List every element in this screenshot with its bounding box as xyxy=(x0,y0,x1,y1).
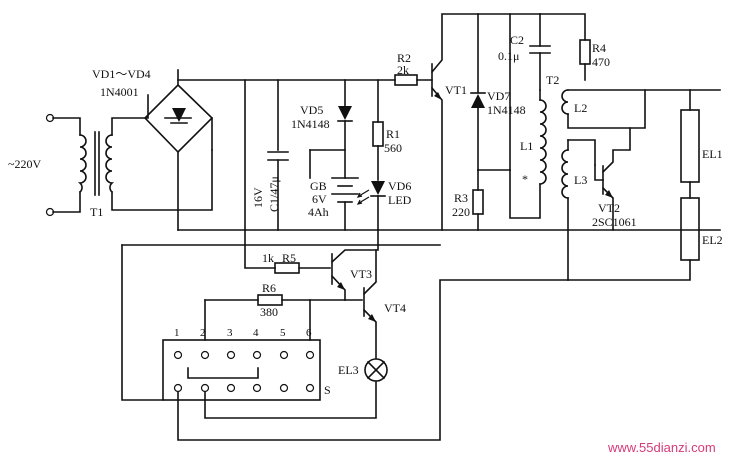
label-l1: L1 xyxy=(520,139,533,153)
label-l3: L3 xyxy=(574,173,587,187)
resistor-r6 xyxy=(204,294,346,341)
label-l2: L2 xyxy=(574,101,587,115)
label-vt2-b: 2SC1061 xyxy=(592,215,637,229)
supply-rails xyxy=(177,79,721,231)
label-r2-b: 2k xyxy=(397,63,409,77)
mains-input xyxy=(45,113,81,217)
lamp-el3 xyxy=(364,358,388,382)
label-switch-3: 3 xyxy=(227,327,233,339)
label-c1-b: C1/47μ xyxy=(267,176,281,212)
label-r3-b: 220 xyxy=(452,205,470,219)
label-gb-a: GB xyxy=(310,179,327,193)
diode-vd5 xyxy=(337,79,353,179)
label-mains: ~220V xyxy=(8,157,41,171)
label-el3: EL3 xyxy=(338,363,359,377)
label-bridge-a: VD1～VD4 xyxy=(92,67,151,81)
resistor-r2 xyxy=(394,74,433,86)
label-vd7-a: VD7 xyxy=(487,89,510,103)
label-vt3: VT3 xyxy=(350,267,372,281)
label-gb-c: 4Ah xyxy=(308,205,329,219)
label-gb-b: 6V xyxy=(312,192,327,206)
label-switch-4: 4 xyxy=(253,327,259,339)
diode-vd7 xyxy=(470,13,486,171)
led-vd6 xyxy=(356,181,386,231)
transistor-vt1 xyxy=(430,13,541,231)
label-star: * xyxy=(522,172,528,186)
transformer-t1 xyxy=(77,94,213,211)
label-vd5-a: VD5 xyxy=(300,103,323,117)
label-vd7-b: 1N4148 xyxy=(487,103,526,117)
label-r1-a: R1 xyxy=(386,127,400,141)
label-c2-a: C2 xyxy=(510,33,524,47)
label-vd6-b: LED xyxy=(388,193,412,207)
label-r5-a: 1k xyxy=(262,251,274,265)
switch-s xyxy=(121,244,569,441)
label-c2-b: 0.1μ xyxy=(498,49,519,63)
bridge-rectifier xyxy=(143,69,214,231)
label-bridge-b: 1N4001 xyxy=(100,85,139,99)
label-s: S xyxy=(324,383,331,397)
battery-gb xyxy=(309,149,359,231)
label-r6-b: 380 xyxy=(260,305,278,319)
label-r4-a: R4 xyxy=(592,41,606,55)
resistor-r1 xyxy=(372,79,384,181)
label-el2: EL2 xyxy=(702,233,723,247)
tubes xyxy=(567,89,700,281)
label-switch-5: 5 xyxy=(280,327,286,339)
inductor-l2 xyxy=(561,89,721,129)
resistor-r3 xyxy=(472,169,511,231)
label-vt4: VT4 xyxy=(384,301,406,315)
transistor-vt2 xyxy=(594,127,631,231)
label-vd6-a: VD6 xyxy=(388,179,411,193)
label-switch-6: 6 xyxy=(306,327,312,339)
label-r2-a: R2 xyxy=(397,51,411,65)
watermark: www.55dianzi.com xyxy=(607,440,716,455)
transistor-vt4 xyxy=(344,249,377,359)
label-switch-1: 1 xyxy=(174,327,180,339)
label-c1-a: 16V xyxy=(251,187,265,208)
label-r5-b: R5 xyxy=(282,251,296,265)
label-t2: T2 xyxy=(546,73,559,87)
capacitor-c2 xyxy=(529,13,551,91)
inductor-l3 xyxy=(561,139,596,281)
label-vt1: VT1 xyxy=(445,83,467,97)
capacitor-c1 xyxy=(244,79,289,231)
label-el1: EL1 xyxy=(702,147,723,161)
transistor-vt3 xyxy=(330,229,379,301)
label-vd5-b: 1N4148 xyxy=(291,117,330,131)
label-vt2-a: VT2 xyxy=(598,201,620,215)
label-switch-2: 2 xyxy=(200,327,206,339)
label-t1: T1 xyxy=(90,205,103,219)
resistor-r5 xyxy=(244,229,331,274)
inductor-l1 xyxy=(509,13,547,219)
label-r4-b: 470 xyxy=(592,55,610,69)
resistor-r4 xyxy=(539,13,591,81)
label-r3-a: R3 xyxy=(454,191,468,205)
label-r6-a: R6 xyxy=(262,281,276,295)
label-r1-b: 560 xyxy=(384,141,402,155)
